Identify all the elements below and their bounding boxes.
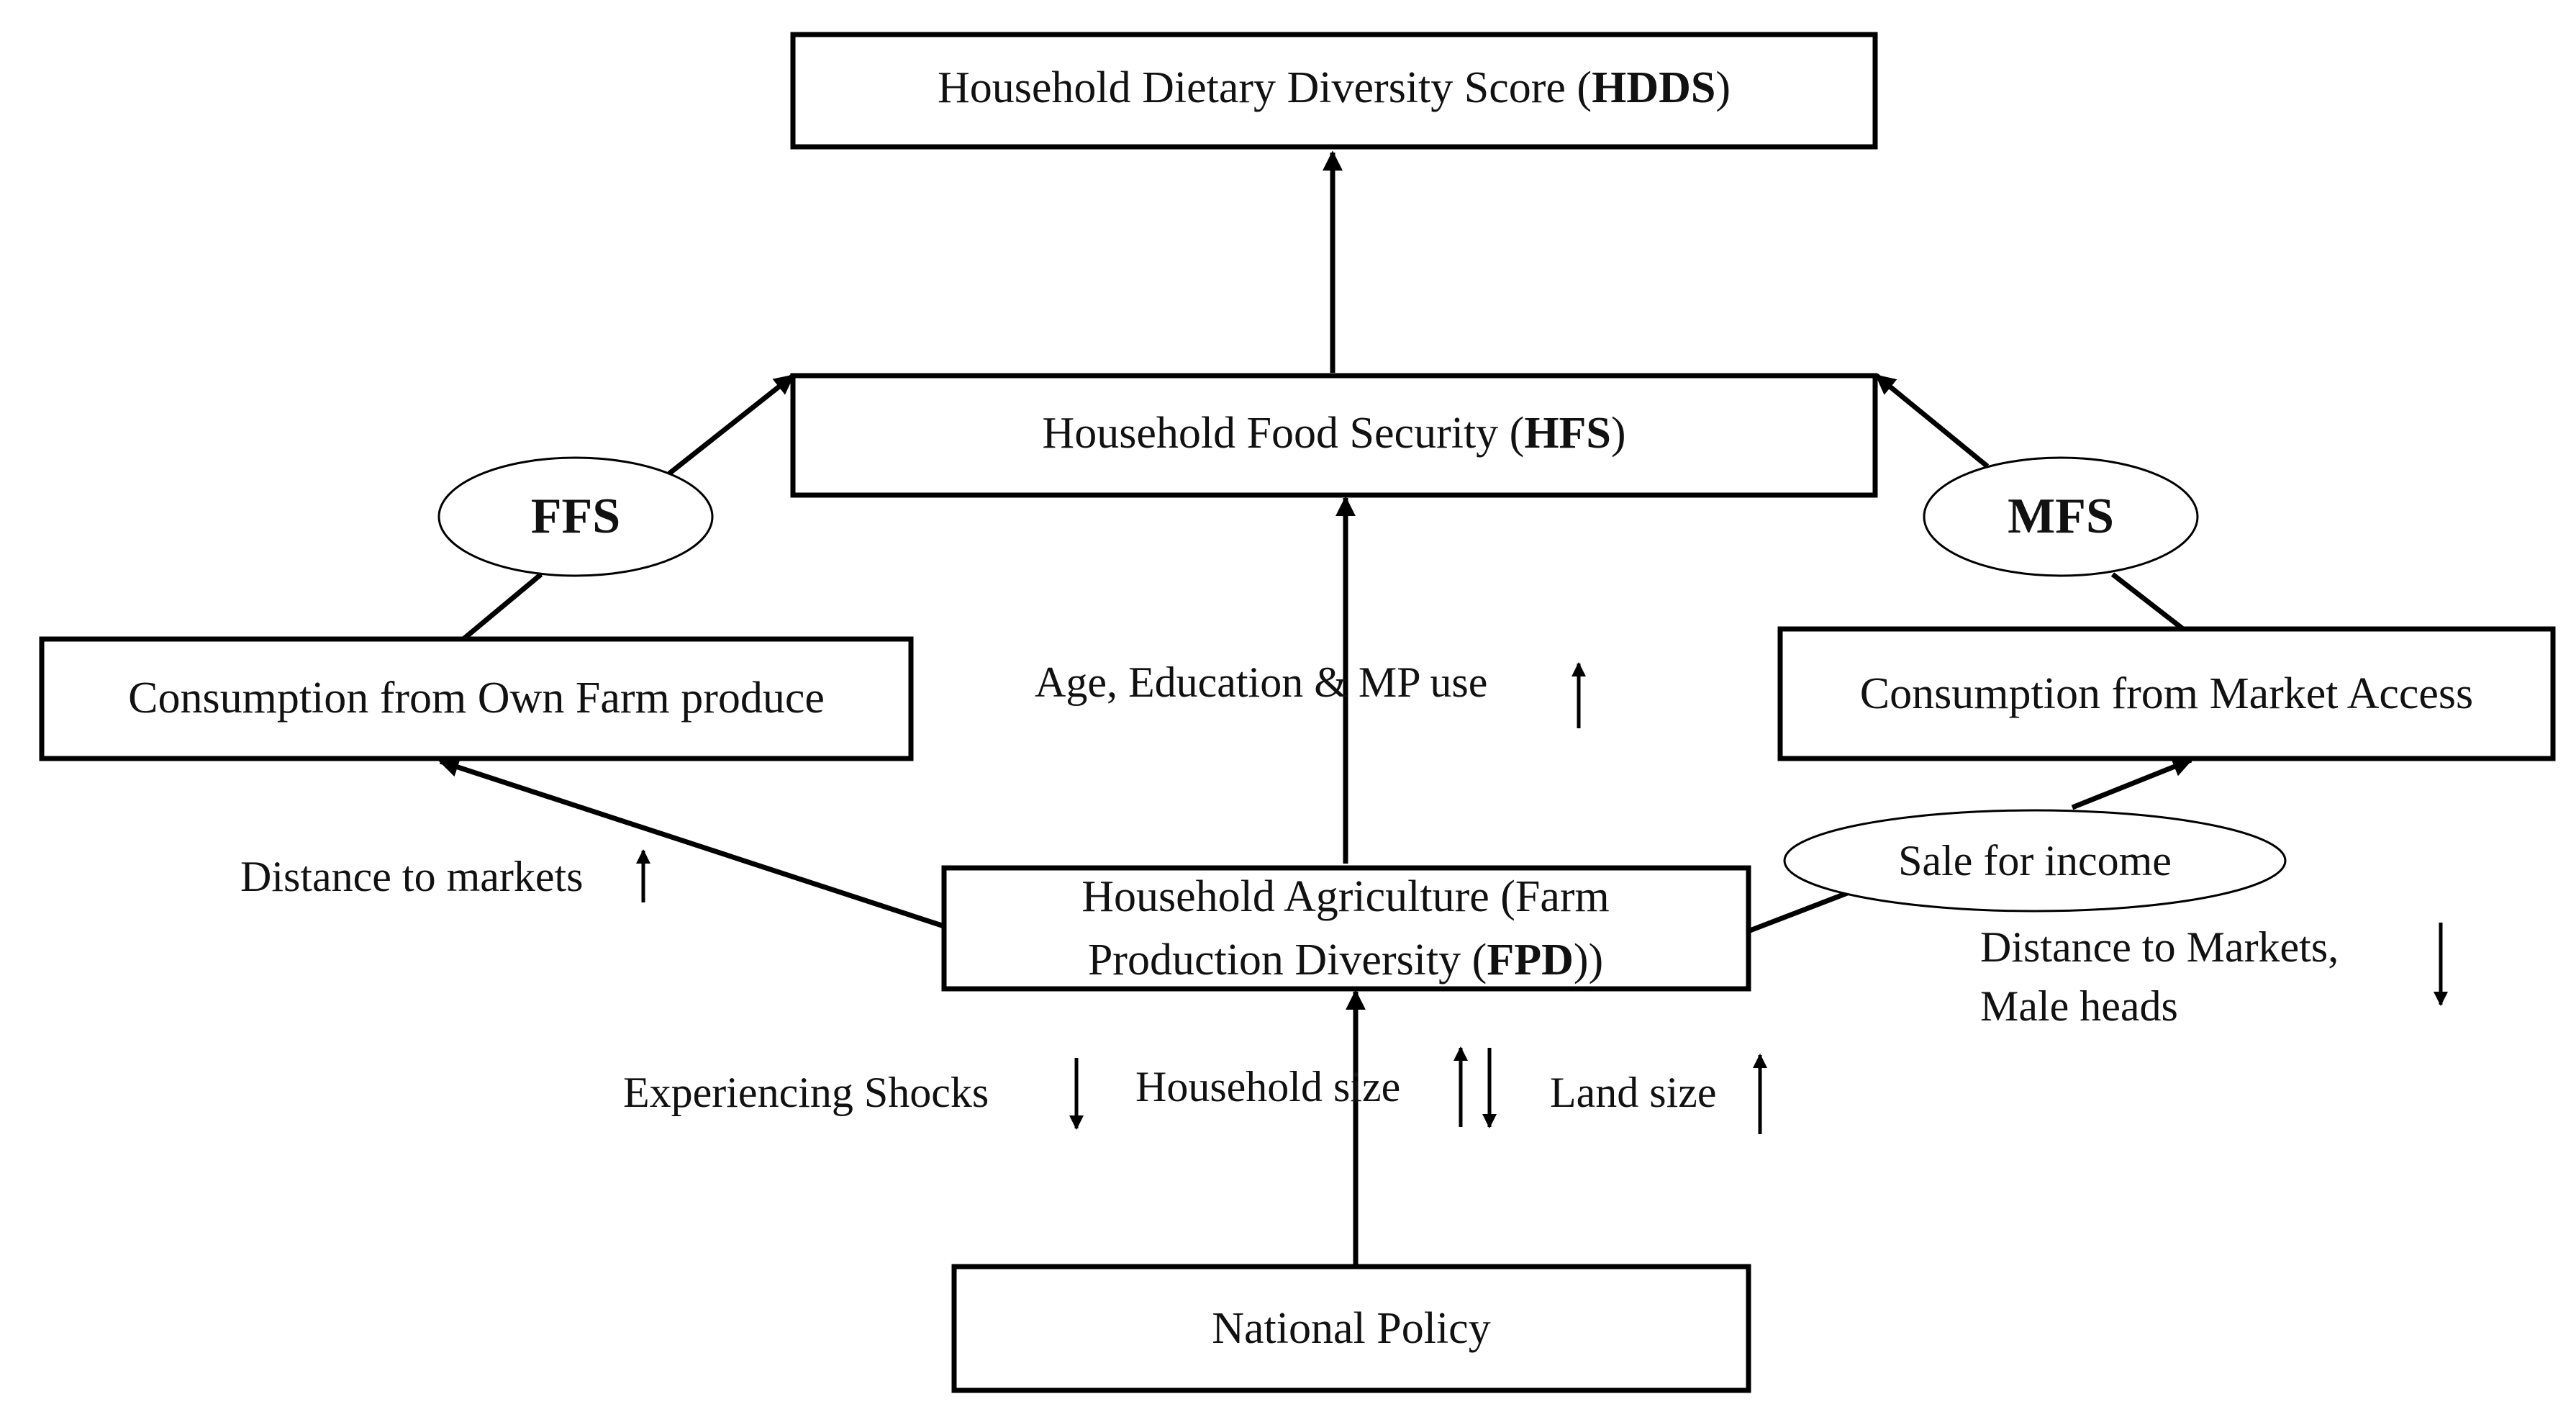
distance-markets-left-label: Distance to markets: [240, 853, 584, 900]
factor-age-education: Age, Education & MP use: [1035, 658, 1586, 728]
own-farm-label: Consumption from Own Farm produce: [128, 674, 825, 723]
shocks-label: Experiencing Shocks: [623, 1069, 989, 1116]
agriculture-box: Household Agriculture (Farm Production D…: [941, 865, 1751, 992]
male-heads-label: Male heads: [1980, 982, 2178, 1030]
mfs-label: MFS: [2008, 489, 2114, 544]
svg-text:Household Food Security (HFS): Household Food Security (HFS): [1042, 409, 1625, 458]
hdds-abbrev: HDDS: [1592, 63, 1715, 112]
factor-distance-right: Distance to Markets, Male heads: [1980, 923, 2448, 1030]
factor-land-size: Land size: [1550, 1054, 1767, 1134]
svg-text:Household Dietary Diversity Sc: Household Dietary Diversity Score (HDDS): [938, 63, 1731, 112]
agriculture-line-2: Production Diversity (: [1088, 936, 1487, 984]
hfs-box: Household Food Security (HFS): [790, 373, 1878, 498]
ffs-label: FFS: [531, 489, 620, 544]
factor-shocks: Experiencing Shocks: [623, 1058, 1084, 1130]
arrow-own-farm-to-ffs: [461, 572, 543, 641]
market-access-label: Consumption from Market Access: [1860, 669, 2473, 718]
arrow-sale-to-market-access: [2071, 757, 2193, 810]
household-size-label: Household size: [1135, 1063, 1400, 1110]
policy-label: National Policy: [1212, 1304, 1490, 1353]
sale-label: Sale for income: [1898, 837, 2172, 884]
market-access-box: Consumption from Market Access: [1777, 626, 2556, 761]
age-education-label: Age, Education & MP use: [1035, 658, 1487, 706]
distance-markets-right-label: Distance to Markets,: [1980, 923, 2339, 971]
arrow-market-access-to-mfs: [2110, 572, 2185, 631]
arrow-ffs-to-hfs: [667, 374, 795, 476]
svg-text:Production Diversity (FPD)): Production Diversity (FPD)): [1088, 936, 1603, 984]
arrow-fpd-to-market-access: [1749, 889, 1851, 933]
hfs-abbrev: HFS: [1524, 409, 1611, 458]
arrow-fpd-to-own-farm: [438, 757, 945, 929]
agriculture-line-1: Household Agriculture (Farm: [1081, 872, 1610, 921]
ffs-ellipse: FFS: [437, 456, 714, 577]
factor-distance-left: Distance to markets: [240, 849, 650, 902]
factor-household-size: Household size: [1135, 1046, 1497, 1128]
hdds-label: Household Dietary Diversity Score (: [938, 63, 1592, 112]
hdds-box: Household Dietary Diversity Score (HDDS): [790, 32, 1878, 150]
mfs-ellipse: MFS: [1923, 456, 2199, 577]
policy-box: National Policy: [951, 1264, 1751, 1393]
hfs-label: Household Food Security (: [1042, 409, 1524, 458]
land-size-label: Land size: [1550, 1069, 1717, 1116]
arrow-mfs-to-hfs: [1874, 374, 1990, 468]
sale-ellipse: Sale for income: [1783, 809, 2287, 913]
fpd-abbrev: FPD: [1487, 936, 1574, 984]
own-farm-box: Consumption from Own Farm produce: [39, 636, 914, 761]
connectors: [438, 150, 2193, 1265]
